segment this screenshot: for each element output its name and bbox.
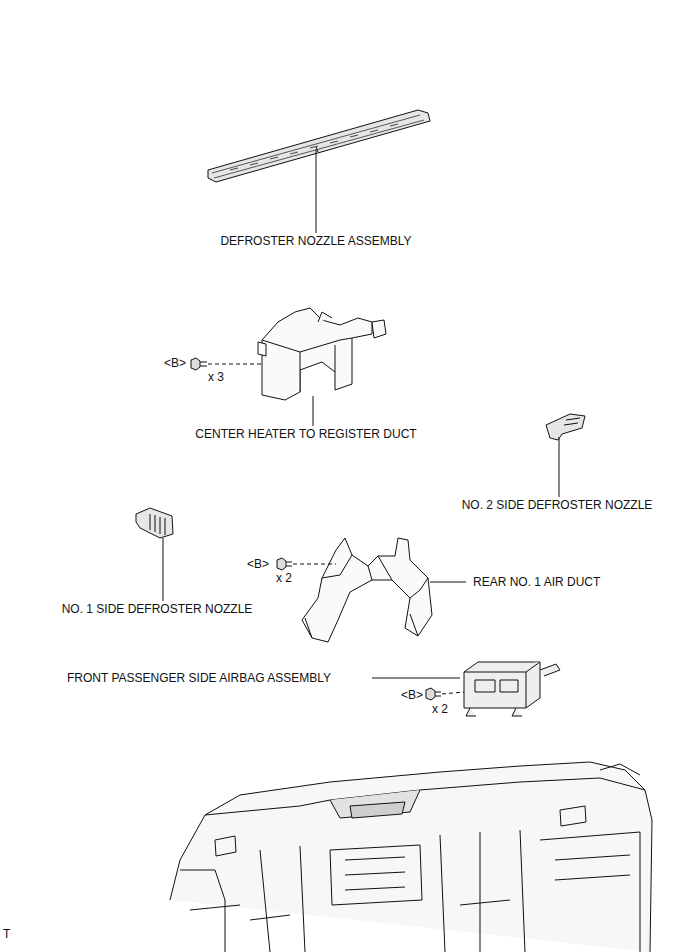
quantity: x 3	[207, 370, 225, 384]
quantity: x 2	[275, 571, 293, 585]
quantity: x 2	[431, 702, 449, 716]
dash-line	[208, 364, 262, 365]
part-name: CENTER HEATER TO REGISTER DUCT	[194, 427, 417, 441]
part-name: FRONT PASSENGER SIDE AIRBAG ASSEMBLY	[66, 671, 332, 685]
side-nozzle	[546, 414, 585, 440]
part-name: REAR NO. 1 AIR DUCT	[472, 575, 601, 589]
leader-line	[313, 396, 314, 426]
bolt	[191, 358, 207, 370]
fastener-code: <B>	[246, 557, 270, 571]
leader-line	[559, 437, 560, 497]
instrument-panel	[170, 762, 652, 952]
defroster-nozzle	[208, 110, 430, 182]
part-name: NO. 1 SIDE DEFROSTER NOZZLE	[61, 602, 254, 616]
air-duct	[302, 538, 432, 642]
side-nozzle	[136, 508, 173, 538]
leader-line	[430, 582, 466, 583]
leader-line	[316, 150, 317, 233]
part-name: DEFROSTER NOZZLE ASSEMBLY	[219, 234, 412, 248]
figure-mark: T	[2, 927, 11, 941]
leader-line	[372, 678, 460, 679]
bolt	[426, 688, 441, 700]
dash-line	[293, 564, 336, 565]
fastener-code: <B>	[163, 356, 187, 370]
leader-line	[163, 538, 164, 601]
airbag	[464, 662, 560, 716]
center-duct	[258, 308, 386, 400]
part-name: NO. 2 SIDE DEFROSTER NOZZLE	[461, 498, 654, 512]
fastener-code: <B>	[400, 688, 424, 702]
dash-line	[442, 692, 464, 694]
bolt	[277, 558, 292, 570]
